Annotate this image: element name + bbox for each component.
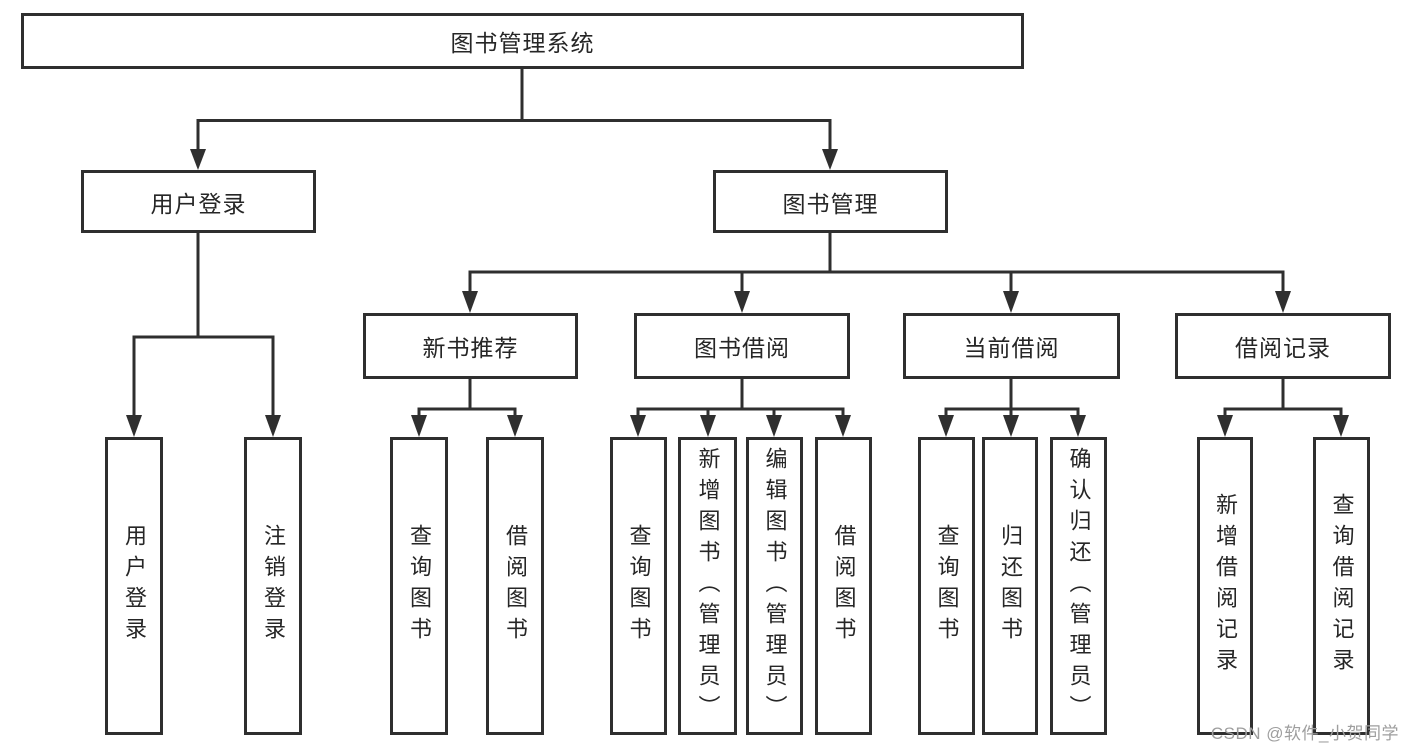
node-current-borrow: 当前借阅: [903, 313, 1120, 379]
csdn-watermark: CSDN @软件_小贺同学: [1210, 724, 1399, 743]
node-new-book-recommend: 新书推荐: [363, 313, 578, 379]
leaf-label: 借阅图书: [831, 524, 857, 648]
node-leaf-edit-books-admin: 编辑图书（管理员）: [746, 437, 803, 735]
node-leaf-add-borrow-record: 新增借阅记录: [1197, 437, 1253, 735]
leaf-label: 新增借阅记录: [1213, 493, 1238, 679]
node-leaf-return-books: 归还图书: [982, 437, 1038, 735]
node-leaf-borrow-books: 借阅图书: [815, 437, 872, 735]
leaf-label: 新增图书（管理员）: [695, 446, 721, 726]
node-leaf-query-books-borrow: 查询图书: [610, 437, 667, 735]
leaf-label: 查询图书: [407, 524, 432, 648]
leaf-label: 借阅图书: [503, 524, 528, 648]
node-leaf-query-borrow-record: 查询借阅记录: [1313, 437, 1370, 735]
node-leaf-borrow-books-recommend: 借阅图书: [486, 437, 544, 735]
leaf-label: 用户登录: [122, 524, 147, 648]
node-book-borrow: 图书借阅: [634, 313, 850, 379]
node-leaf-query-books-current: 查询图书: [918, 437, 975, 735]
leaf-label: 注销登录: [261, 524, 286, 648]
arrowheads: [126, 149, 1349, 437]
leaf-label: 查询图书: [934, 524, 960, 648]
leaf-label: 确认归还（管理员）: [1066, 446, 1092, 726]
node-leaf-confirm-return-admin: 确认归还（管理员）: [1050, 437, 1107, 735]
node-borrow-records: 借阅记录: [1175, 313, 1391, 379]
leaf-label: 查询借阅记录: [1329, 493, 1355, 679]
node-leaf-logout: 注销登录: [244, 437, 302, 735]
node-book-management: 图书管理: [713, 170, 948, 233]
leaf-label: 查询图书: [626, 524, 652, 648]
node-user-login: 用户登录: [81, 170, 316, 233]
node-leaf-query-books-recommend: 查询图书: [390, 437, 448, 735]
leaf-label: 归还图书: [998, 524, 1023, 648]
node-library-management-system: 图书管理系统: [21, 13, 1024, 69]
node-leaf-user-login: 用户登录: [105, 437, 163, 735]
node-leaf-add-books-admin: 新增图书（管理员）: [678, 437, 737, 735]
leaf-label: 编辑图书（管理员）: [762, 446, 788, 726]
